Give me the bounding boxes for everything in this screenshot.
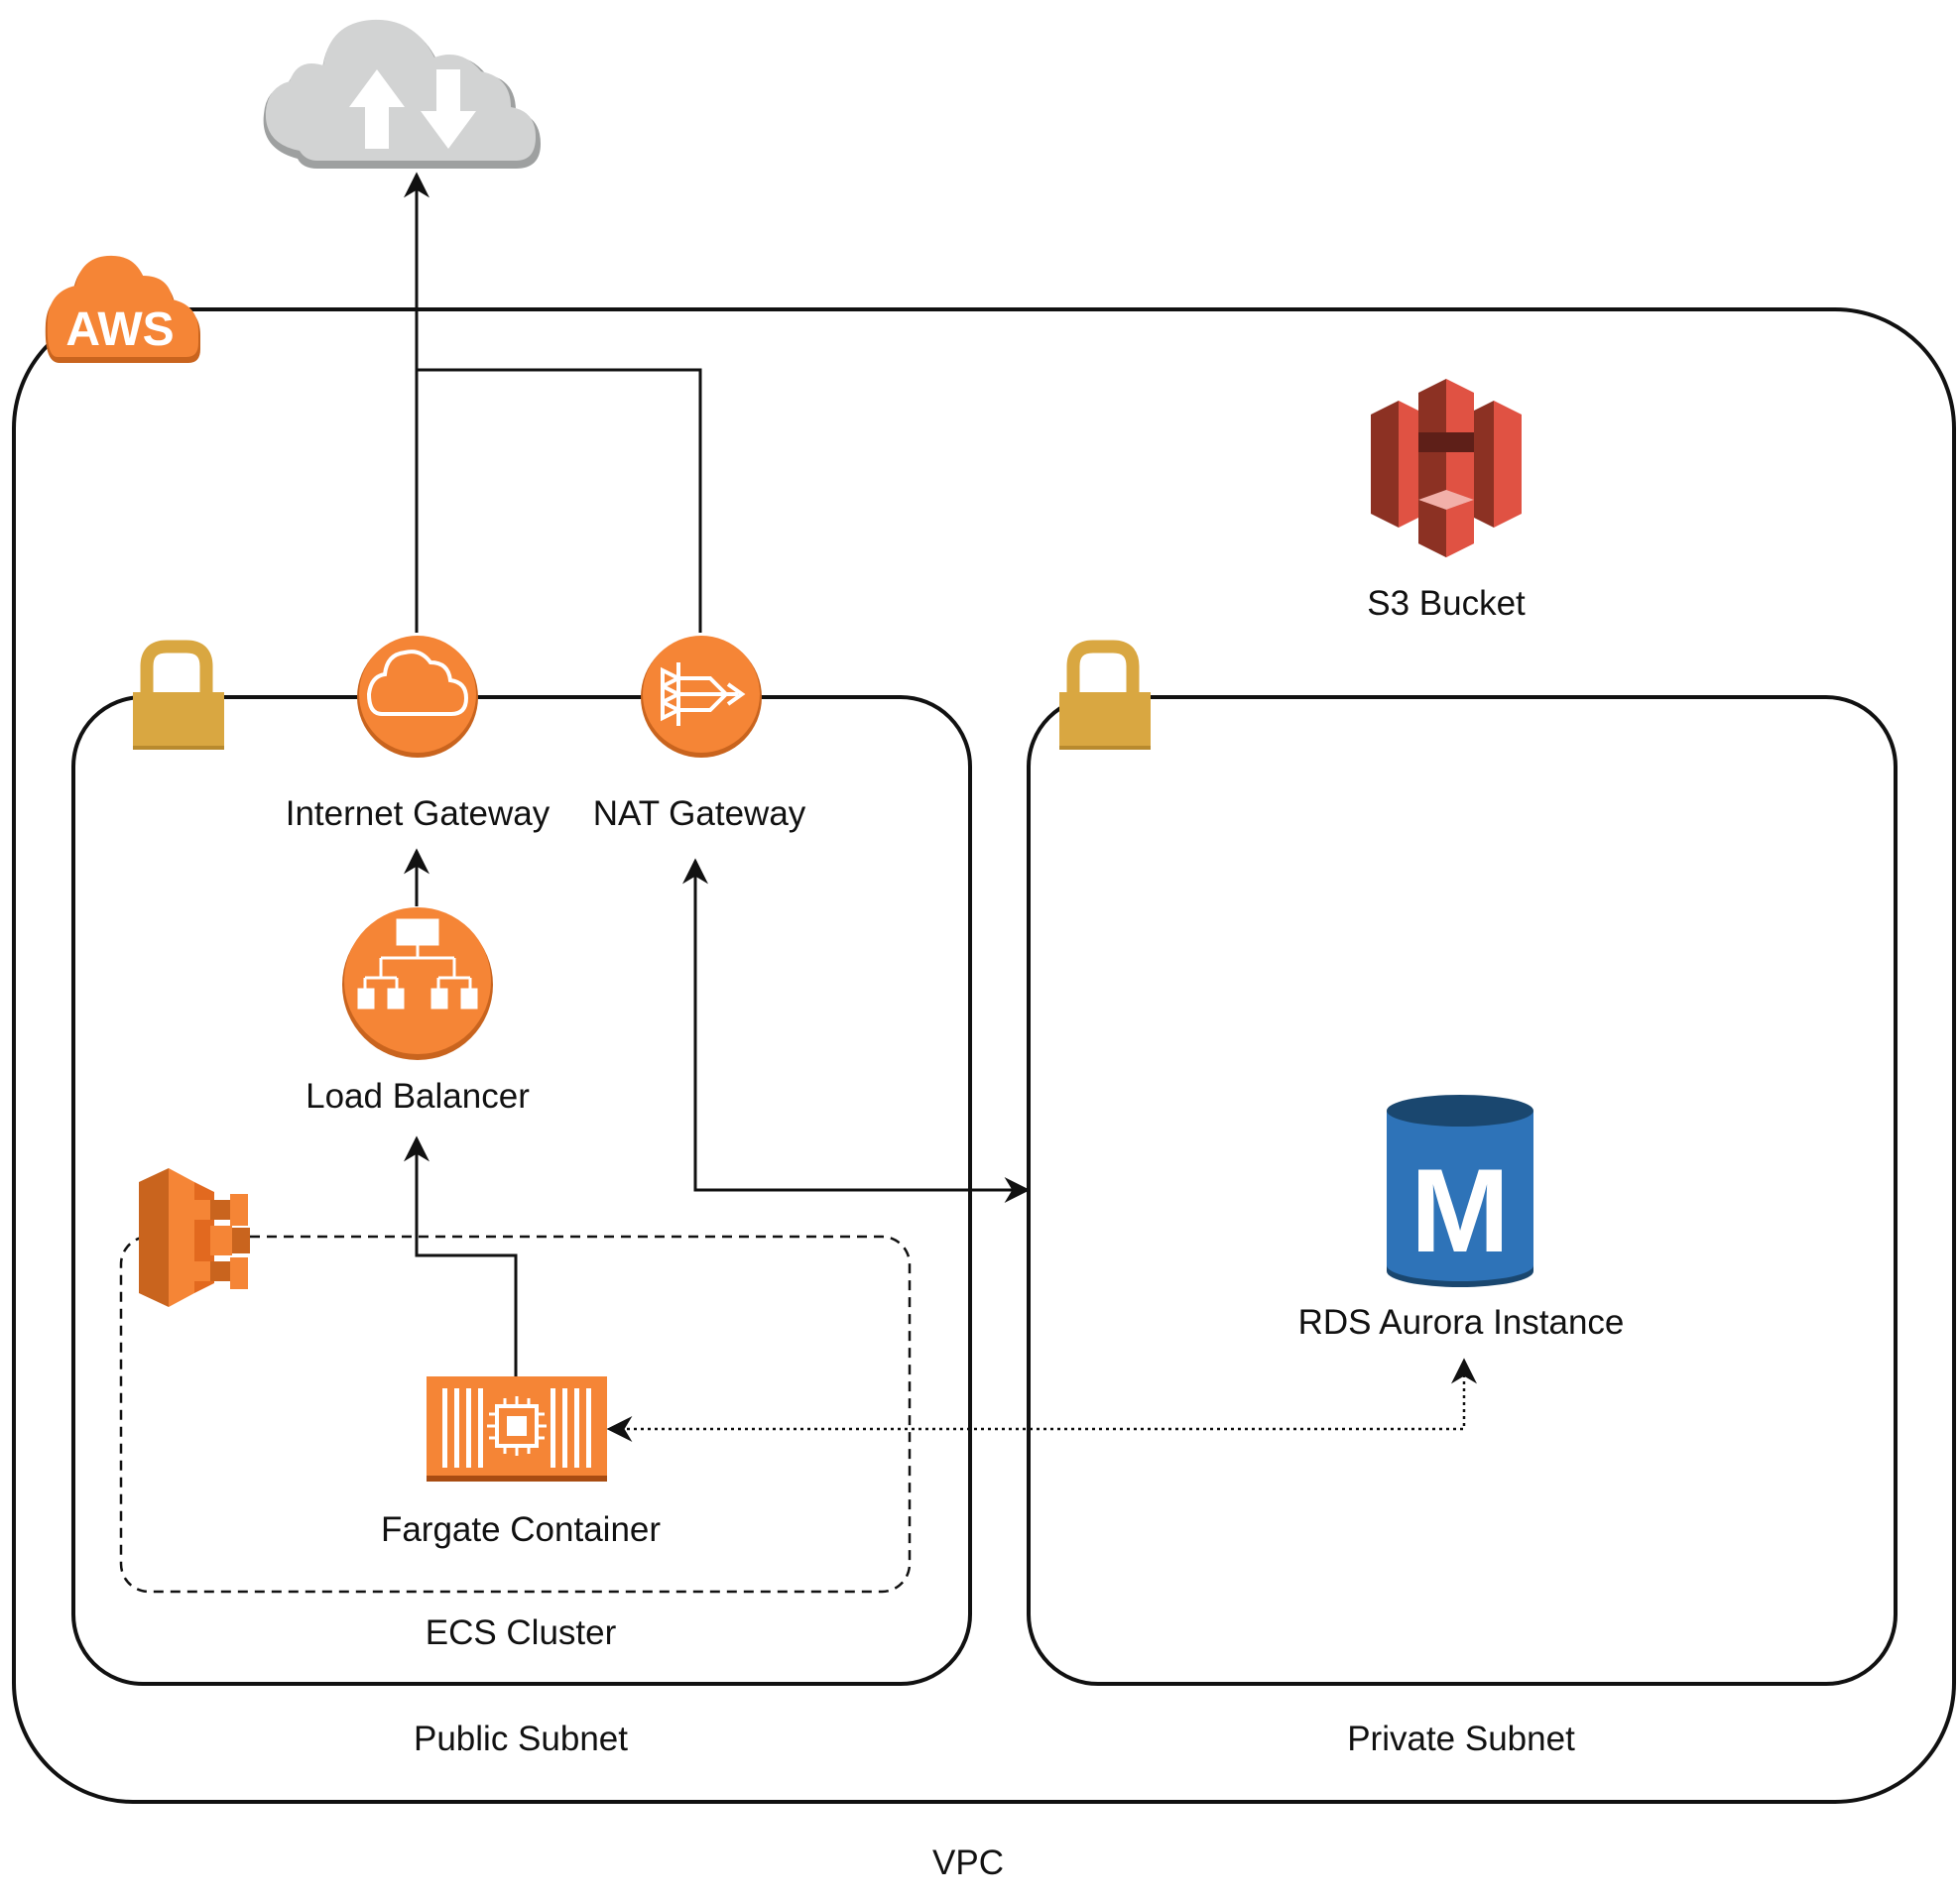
- s3-bucket-label: S3 Bucket: [1367, 584, 1526, 623]
- nat-gateway-icon: [641, 636, 762, 758]
- lock-icon: [133, 640, 224, 750]
- ecs-cluster-label: ECS Cluster: [426, 1613, 617, 1652]
- private-subnet-label: Private Subnet: [1347, 1720, 1575, 1758]
- vpc-label: VPC: [932, 1844, 1004, 1882]
- vpc-boundary: [12, 307, 1956, 1804]
- internet-gateway-label: Internet Gateway: [286, 794, 551, 833]
- ecs-icon: [139, 1168, 250, 1307]
- fargate-icon: [427, 1376, 607, 1482]
- load-balancer-icon: [342, 907, 493, 1060]
- connectors: [404, 172, 1477, 1442]
- nat-to-internet-line: [417, 368, 702, 633]
- ecs-cluster-boundary: [119, 1235, 912, 1594]
- aws-badge-text: AWS: [65, 303, 174, 356]
- fargate-container-label: Fargate Container: [381, 1510, 661, 1549]
- aws-cloud-icon: AWS: [45, 255, 201, 363]
- rds-database-icon: M: [1387, 1095, 1533, 1287]
- rds-aurora-label: RDS Aurora Instance: [1298, 1303, 1625, 1342]
- rds-letter: M: [1410, 1144, 1510, 1277]
- nat-private-arrow: [682, 858, 1031, 1203]
- public-subnet-label: Public Subnet: [414, 1720, 628, 1758]
- fargate-to-lb-arrow: [404, 1135, 518, 1376]
- lock-icon: [1059, 640, 1151, 750]
- internet-gateway-icon: [357, 636, 478, 758]
- rds-fargate-dotted-arrow: [606, 1358, 1477, 1442]
- internet-cloud-icon: [263, 19, 541, 170]
- load-balancer-label: Load Balancer: [306, 1077, 530, 1116]
- s3-bucket-icon: [1371, 379, 1522, 557]
- nat-gateway-label: NAT Gateway: [593, 794, 806, 833]
